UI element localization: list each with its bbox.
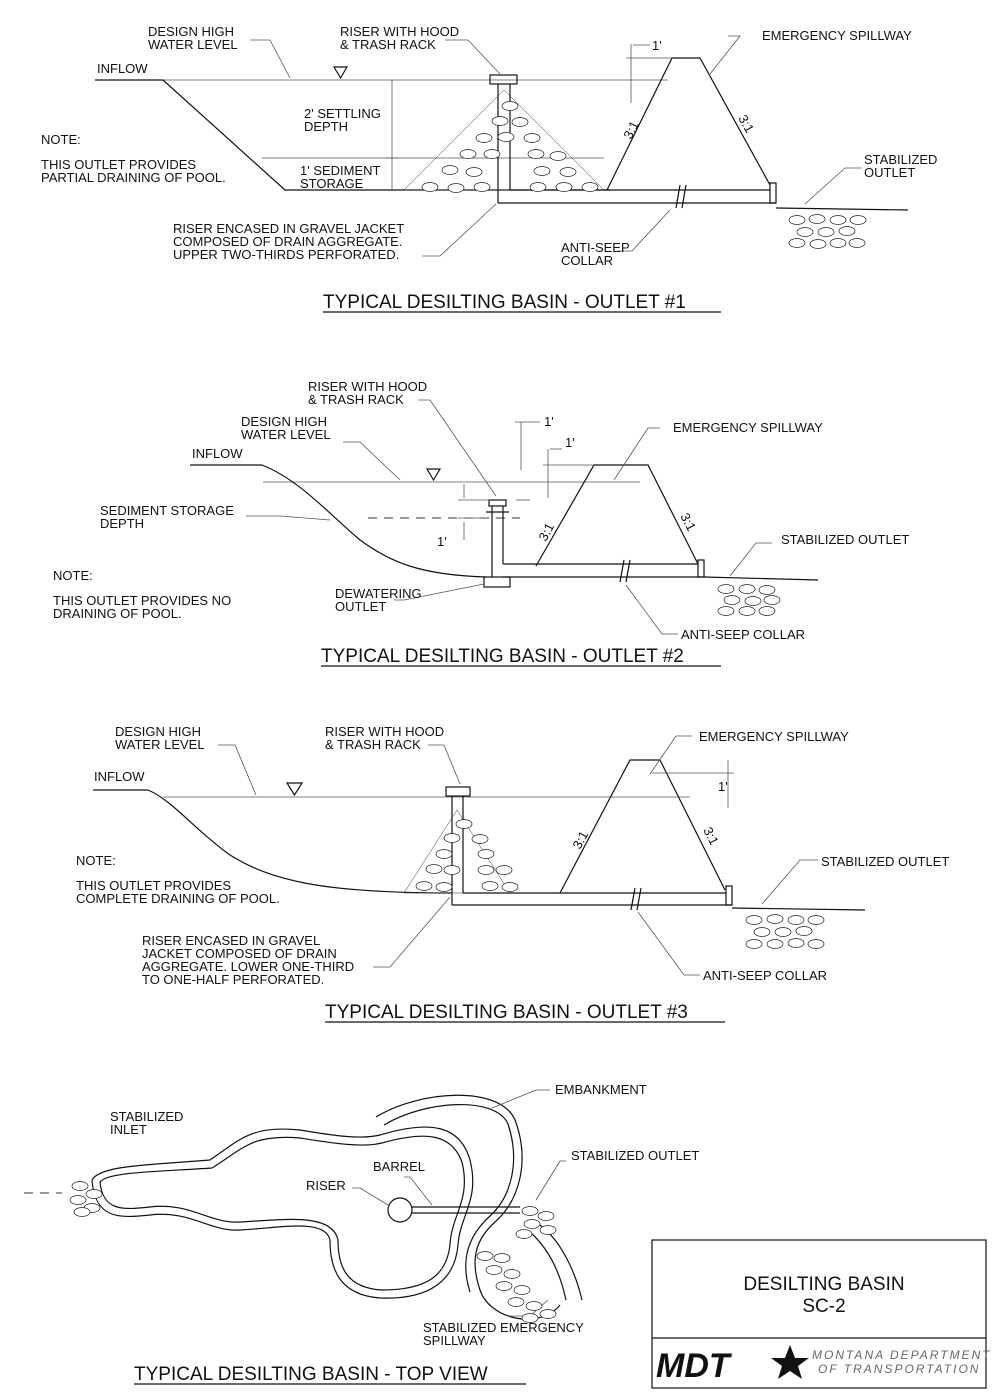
drawing-title: DESILTING BASIN xyxy=(743,1274,904,1295)
outlet-3-freeboard-label: 1' xyxy=(718,779,728,794)
outlet-2-inflow-label: INFLOW xyxy=(192,446,243,461)
outlet-1-stabilized-outlet-riprap xyxy=(788,214,867,249)
top-view-stabilized-outlet-label: STABILIZED OUTLET xyxy=(571,1148,699,1163)
outlet-1-design-high-water-label-1: DESIGN HIGH xyxy=(148,24,234,39)
outlet-1-sediment-label-1: 1' SEDIMENT xyxy=(300,163,381,178)
top-view-stabilized-spillway-label-1: STABILIZED EMERGENCY xyxy=(423,1320,584,1335)
outlet-1-sediment-label-2: STORAGE xyxy=(300,176,364,191)
outlet-3-slope-left-label: 3:1 xyxy=(569,828,591,851)
outlet-2-slope-right-label: 3:1 xyxy=(677,510,699,533)
outlet-2-emergency-spillway-label: EMERGENCY SPILLWAY xyxy=(673,420,823,435)
outlet-1-note-heading: NOTE: xyxy=(41,132,81,147)
outlet-3-riser-encased-line-4: TO ONE-HALF PERFORATED. xyxy=(142,972,324,987)
outlet-1-note-line-2: PARTIAL DRAINING OF POOL. xyxy=(41,170,226,185)
outlet-3-note-line-1: THIS OUTLET PROVIDES xyxy=(76,878,231,893)
outlet-3-riser-hood-label-1: RISER WITH HOOD xyxy=(325,724,444,739)
outlet-2-stabilized-outlet-label: STABILIZED OUTLET xyxy=(781,532,909,547)
outlet-1-slope-left-label: 3:1 xyxy=(620,118,642,141)
outlet-1-inflow-label: INFLOW xyxy=(97,61,148,76)
outlet-3-slope-right-label: 3:1 xyxy=(700,825,722,848)
outlet-1-linework xyxy=(95,35,909,257)
outlet-1-slope-right-label: 3:1 xyxy=(735,112,757,135)
outlet-2-dewatering-label-1: DEWATERING xyxy=(335,586,422,601)
outlet-1-title: TYPICAL DESILTING BASIN - OUTLET #1 xyxy=(323,292,686,313)
outlet-1-riser-hood-label-2: & TRASH RACK xyxy=(340,37,436,52)
outlet-2-freeboard-spill-label: 1' xyxy=(565,435,575,450)
mdt-logo-text: MDT xyxy=(656,1347,733,1385)
outlet-1-freeboard-label: 1' xyxy=(652,38,662,53)
outlet-3-note-line-2: COMPLETE DRAINING OF POOL. xyxy=(76,891,280,906)
outlet-3-title: TYPICAL DESILTING BASIN - OUTLET #3 xyxy=(325,1002,688,1023)
outlet-2-slope-left-label: 3:1 xyxy=(535,520,557,543)
outlet-2-note-heading: NOTE: xyxy=(53,568,93,583)
outlet-3-gravel-jacket-stones xyxy=(415,819,519,892)
drawing-number: SC-2 xyxy=(802,1296,845,1317)
outlet-3-riser-encased-line-2: JACKET COMPOSED OF DRAIN xyxy=(142,946,337,961)
outlet-3-stabilized-outlet-label: STABILIZED OUTLET xyxy=(821,854,949,869)
outlet-3-design-high-water-label-2: WATER LEVEL xyxy=(115,737,205,752)
outlet-3-linework xyxy=(93,735,866,976)
outlet-2-title: TYPICAL DESILTING BASIN - OUTLET #2 xyxy=(321,646,684,667)
outlet-1-anti-seep-label-1: ANTI-SEEP xyxy=(561,240,630,255)
outlet-2-design-high-water-label-1: DESIGN HIGH xyxy=(241,414,327,429)
top-view-riser-label: RISER xyxy=(306,1178,346,1193)
top-view-title: TYPICAL DESILTING BASIN - TOP VIEW xyxy=(134,1364,488,1385)
outlet-2-linework xyxy=(190,399,819,635)
outlet-1-design-high-water-label-2: WATER LEVEL xyxy=(148,37,238,52)
outlet-3-section: DESIGN HIGH WATER LEVEL RISER WITH HOOD … xyxy=(76,724,949,1023)
outlet-1-riser-encased-line-2: COMPOSED OF DRAIN AGGREGATE. xyxy=(173,234,402,249)
top-view-embankment-label: EMBANKMENT xyxy=(555,1082,647,1097)
outlet-3-riser-encased-line-1: RISER ENCASED IN GRAVEL xyxy=(142,933,320,948)
outlet-3-design-high-water-label-1: DESIGN HIGH xyxy=(115,724,201,739)
outlet-2-note-line-2: DRAINING OF POOL. xyxy=(53,606,182,621)
outlet-1-section: DESIGN HIGH WATER LEVEL RISER WITH HOOD … xyxy=(41,24,937,313)
outlet-1-emergency-spillway-label: EMERGENCY SPILLWAY xyxy=(762,28,912,43)
outlet-1-riser-encased-line-3: UPPER TWO-THIRDS PERFORATED. xyxy=(173,247,399,262)
outlet-2-note-line-1: THIS OUTLET PROVIDES NO xyxy=(53,593,231,608)
outlet-2-riser-dim-label: 1' xyxy=(437,534,447,549)
outlet-2-sediment-depth-label-1: SEDIMENT STORAGE xyxy=(100,503,234,518)
top-view-stabilized-spillway-label-2: SPILLWAY xyxy=(423,1333,486,1348)
outlet-2-dewatering-label-2: OUTLET xyxy=(335,599,386,614)
outlet-1-riser-hood-label-1: RISER WITH HOOD xyxy=(340,24,459,39)
outlet-3-stabilized-outlet-riprap xyxy=(745,914,825,949)
outlet-2-riser-hood-label-1: RISER WITH HOOD xyxy=(308,379,427,394)
title-block: DESILTING BASIN SC-2 MDT MONTANA DEPARTM… xyxy=(651,1239,992,1389)
top-view-inlet-riprap xyxy=(69,1181,103,1217)
outlet-1-stabilized-outlet-label-1: STABILIZED xyxy=(864,152,937,167)
outlet-3-riser-encased-line-3: AGGREGATE. LOWER ONE-THIRD xyxy=(142,959,354,974)
outlet-2-sediment-depth-label-2: DEPTH xyxy=(100,516,144,531)
outlet-3-riser-hood-label-2: & TRASH RACK xyxy=(325,737,421,752)
outlet-2-freeboard-top-label: 1' xyxy=(544,414,554,429)
outlet-3-anti-seep-label: ANTI-SEEP COLLAR xyxy=(703,968,827,983)
top-view-section: STABILIZED INLET EMBANKMENT STABILIZED O… xyxy=(24,1082,699,1385)
outlet-1-anti-seep-label-2: COLLAR xyxy=(561,253,613,268)
org-name-line-2: OF TRANSPORTATION xyxy=(818,1362,980,1376)
outlet-1-note-line-1: THIS OUTLET PROVIDES xyxy=(41,157,196,172)
outlet-2-anti-seep-label: ANTI-SEEP COLLAR xyxy=(681,627,805,642)
top-view-stabilized-inlet-label-1: STABILIZED xyxy=(110,1109,183,1124)
title-block-frame xyxy=(651,1239,987,1389)
outlet-1-settling-label-1: 2' SETTLING xyxy=(304,106,381,121)
outlet-1-riser-encased-line-1: RISER ENCASED IN GRAVEL JACKET xyxy=(173,221,404,236)
top-view-spillway-riprap xyxy=(476,1251,557,1323)
outlet-2-design-high-water-label-2: WATER LEVEL xyxy=(241,427,331,442)
org-name-line-1: MONTANA DEPARTMENT xyxy=(812,1348,992,1362)
mdt-logo-star-icon xyxy=(771,1345,809,1379)
top-view-stabilized-inlet-label-2: INLET xyxy=(110,1122,147,1137)
outlet-1-settling-label-2: DEPTH xyxy=(304,119,348,134)
top-view-outlet-riprap xyxy=(515,1206,557,1239)
outlet-2-riser-hood-label-2: & TRASH RACK xyxy=(308,392,404,407)
outlet-3-emergency-spillway-label: EMERGENCY SPILLWAY xyxy=(699,729,849,744)
outlet-2-stabilized-outlet-riprap xyxy=(717,584,781,616)
top-view-barrel-label: BARREL xyxy=(373,1159,425,1174)
outlet-3-note-heading: NOTE: xyxy=(76,853,116,868)
outlet-3-inflow-label: INFLOW xyxy=(94,769,145,784)
top-view-riser-icon xyxy=(387,1197,413,1223)
outlet-1-stabilized-outlet-label-2: OUTLET xyxy=(864,165,915,180)
outlet-2-section: RISER WITH HOOD & TRASH RACK DESIGN HIGH… xyxy=(53,379,909,667)
